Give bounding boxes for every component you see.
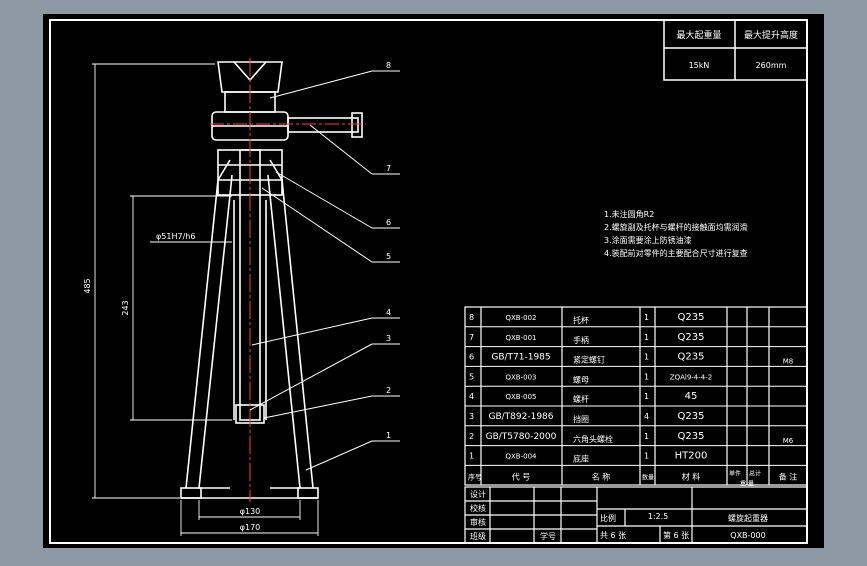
spec-value-load: 15kN — [689, 61, 710, 70]
tech-notes: 1.未注圆角R2 2.螺旋副及托杯与螺杆的接触面均需润滑 3.涂面需要涂上防锈油… — [604, 209, 748, 258]
note-2: 2.螺旋副及托杯与螺杆的接触面均需润滑 — [604, 222, 748, 232]
callout-2: 2 — [386, 386, 391, 395]
part-code: QXB-003 — [506, 373, 537, 381]
callout-6: 6 — [386, 218, 391, 227]
spec-table — [663, 19, 808, 81]
handle-knob — [351, 112, 363, 138]
part-no: 6 — [469, 353, 474, 362]
tb-title: 螺旋起重器 — [728, 513, 768, 523]
part-code: GB/T892-1986 — [488, 412, 553, 422]
callout-3: 3 — [386, 334, 391, 343]
header-code: 代 号 — [512, 471, 531, 481]
part-qty: 4 — [644, 412, 649, 421]
header-qty: 数量 — [642, 473, 654, 481]
dim-base-outer: φ170 — [240, 523, 261, 532]
part-material: ZQAl9-4-4-2 — [670, 373, 712, 381]
part-qty: 1 — [644, 353, 649, 362]
callout-7: 7 — [386, 164, 391, 173]
part-no: 3 — [469, 412, 474, 421]
part-material: HT200 — [675, 451, 708, 462]
part-material: Q235 — [678, 312, 705, 323]
part-material: 45 — [685, 391, 698, 402]
title-block-grid — [464, 486, 808, 544]
part-material: Q235 — [678, 352, 705, 363]
callout-1: 1 — [386, 431, 391, 440]
callout-5: 5 — [386, 252, 391, 261]
part-note: M8 — [783, 358, 794, 366]
part-no: 7 — [469, 333, 474, 342]
part-note: M6 — [783, 437, 794, 445]
part-qty: 1 — [644, 333, 649, 342]
part-name: 螺杆 — [573, 394, 589, 404]
handle-bar — [287, 117, 359, 133]
part-name: 托杯 — [573, 315, 589, 325]
part-code: QXB-002 — [506, 314, 537, 322]
drawing-sheet — [43, 14, 824, 548]
tb-review: 审核 — [470, 517, 486, 527]
header-no: 序号 — [468, 472, 482, 481]
callout-8: 8 — [386, 61, 391, 70]
part-qty: 1 — [644, 432, 649, 441]
tb-student-no: 学号 — [540, 531, 556, 541]
tb-drawing-no: QXB-000 — [730, 531, 765, 540]
part-code: GB/T5780-2000 — [486, 432, 557, 442]
parts-list-grid — [464, 306, 808, 486]
part-material: Q235 — [678, 411, 705, 422]
part-no: 8 — [469, 313, 474, 322]
part-code: QXB-001 — [506, 334, 537, 342]
dim-fit: φ51H7/h6 — [156, 232, 195, 241]
dim-overall-height: 485 — [83, 278, 92, 293]
part-no: 1 — [469, 452, 474, 461]
dim-stroke: 243 — [121, 300, 130, 315]
part-code: QXB-004 — [506, 453, 538, 461]
note-1: 1.未注圆角R2 — [604, 209, 654, 219]
part-qty: 1 — [644, 372, 649, 381]
inner-frame — [49, 19, 808, 544]
part-qty: 1 — [644, 313, 649, 322]
leader-lines — [249, 70, 400, 471]
tb-design: 设计 — [470, 489, 486, 499]
dim-base-inner: φ130 — [240, 507, 261, 516]
header-single: 单件 — [729, 469, 741, 477]
part-qty: 1 — [644, 392, 649, 401]
header-note: 备 注 — [779, 471, 798, 481]
tb-class: 班级 — [470, 531, 486, 541]
part-no: 2 — [469, 432, 474, 441]
note-3: 3.涂面需要涂上防锈油漆 — [604, 235, 692, 245]
tb-scale: 1:2.5 — [648, 512, 669, 521]
part-name: 底座 — [573, 454, 589, 464]
part-no: 4 — [469, 392, 474, 401]
part-name: 手柄 — [573, 335, 589, 345]
header-name: 名 称 — [592, 471, 611, 481]
spec-header-load: 最大起重量 — [676, 29, 721, 41]
tb-sheet-no: 第 6 张 — [663, 530, 689, 540]
dimensions — [92, 63, 319, 536]
spec-value-lift: 260mm — [756, 61, 787, 70]
part-name: 紧定螺钉 — [573, 355, 605, 365]
note-4: 4.装配前对零件的主要配合尺寸进行复查 — [604, 248, 748, 258]
part-qty: 1 — [644, 452, 649, 461]
header-weight: 重 量 — [740, 479, 754, 487]
tb-check: 校核 — [470, 503, 486, 513]
callout-numbers: 8 7 6 5 4 3 2 1 — [386, 61, 391, 440]
part-material: Q235 — [678, 332, 705, 343]
header-total: 总计 — [749, 469, 761, 477]
tb-sheets: 共 6 张 — [600, 531, 626, 540]
header-material: 材 料 — [682, 471, 701, 481]
callout-4: 4 — [386, 308, 391, 317]
part-material: Q235 — [678, 431, 705, 442]
top-cup — [217, 61, 283, 93]
part-name: 挡圈 — [573, 414, 589, 424]
tb-scale-label: 比例 — [600, 513, 616, 523]
part-no: 5 — [469, 372, 474, 381]
part-name: 六角头螺栓 — [573, 434, 613, 444]
part-code: GB/T71-1985 — [491, 353, 550, 363]
part-name: 螺母 — [573, 374, 589, 384]
part-code: QXB-005 — [506, 393, 537, 401]
spec-header-lift: 最大提升高度 — [744, 29, 798, 41]
